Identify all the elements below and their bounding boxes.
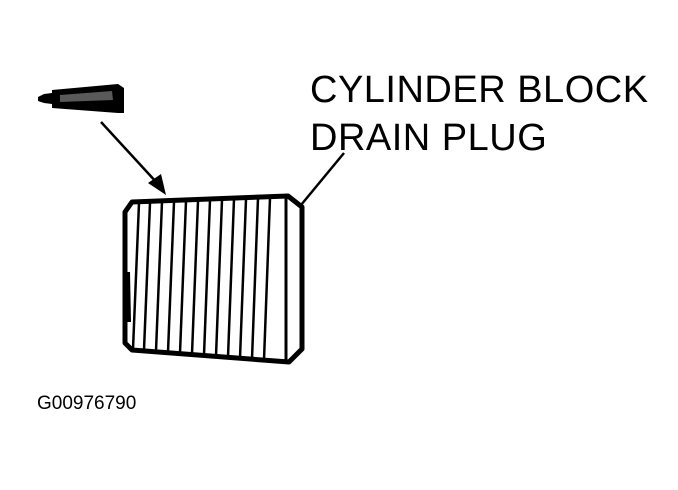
application-arrow [100, 121, 166, 195]
callout-leader-line [300, 152, 345, 206]
sealant-tube-icon [38, 84, 124, 113]
drain-plug-illustration [122, 193, 305, 365]
figure-id-label: G00976790 [37, 393, 137, 414]
callout-label-line1: CYLINDER BLOCK [310, 69, 649, 111]
callout-label-line2: DRAIN PLUG [310, 117, 548, 159]
